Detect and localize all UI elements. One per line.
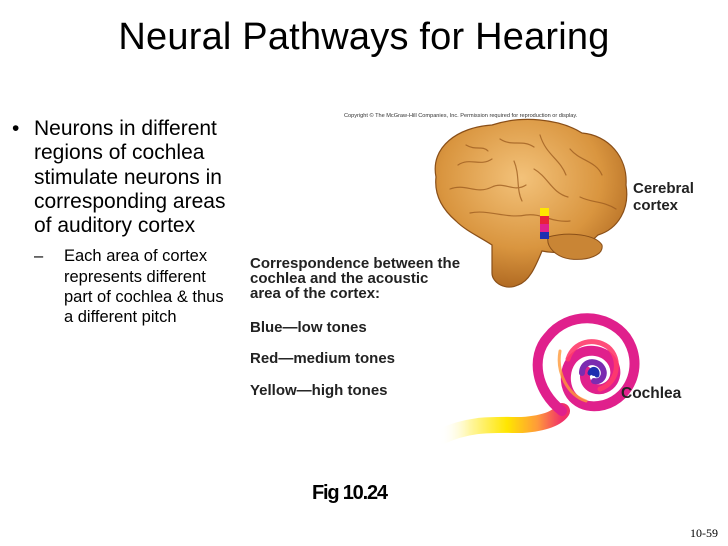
brain-illustration (434, 118, 628, 288)
red-medium-tones-label: Red—medium tones (250, 350, 396, 367)
figure-reference: Fig 10.24 (312, 482, 388, 504)
cerebral-cortex-label: Cerebral cortex (633, 180, 694, 214)
bullet-marker: • (12, 117, 20, 140)
auditory-cortex-strip (540, 208, 549, 239)
figure-illustration (432, 118, 640, 445)
hearing-pathway-figure: Copyright © The McGraw-Hill Companies, I… (230, 105, 728, 495)
correspondence-text: Correspondence between the cochlea and t… (250, 255, 461, 302)
sub-bullet-marker: – (34, 247, 44, 266)
slide-title: Neural Pathways for Hearing (118, 16, 610, 58)
bullet-text: Neurons in different regions of cochlea … (34, 117, 226, 238)
cochlea-label: Cochlea (621, 385, 682, 402)
sub-bullet-text: Each area of cortex represents different… (64, 247, 224, 327)
bullet-list: • Neurons in different regions of cochle… (12, 117, 247, 328)
yellow-high-tones-label: Yellow—high tones (250, 382, 388, 399)
copyright-notice: Copyright © The McGraw-Hill Companies, I… (344, 113, 578, 119)
blue-low-tones-label: Blue—low tones (250, 319, 367, 336)
slide-number: 10-59 (690, 526, 718, 540)
sub-bullet-item: – Each area of cortex represents differe… (34, 246, 247, 327)
cochlea-illustration (432, 313, 640, 445)
bullet-item: • Neurons in different regions of cochle… (12, 117, 247, 238)
